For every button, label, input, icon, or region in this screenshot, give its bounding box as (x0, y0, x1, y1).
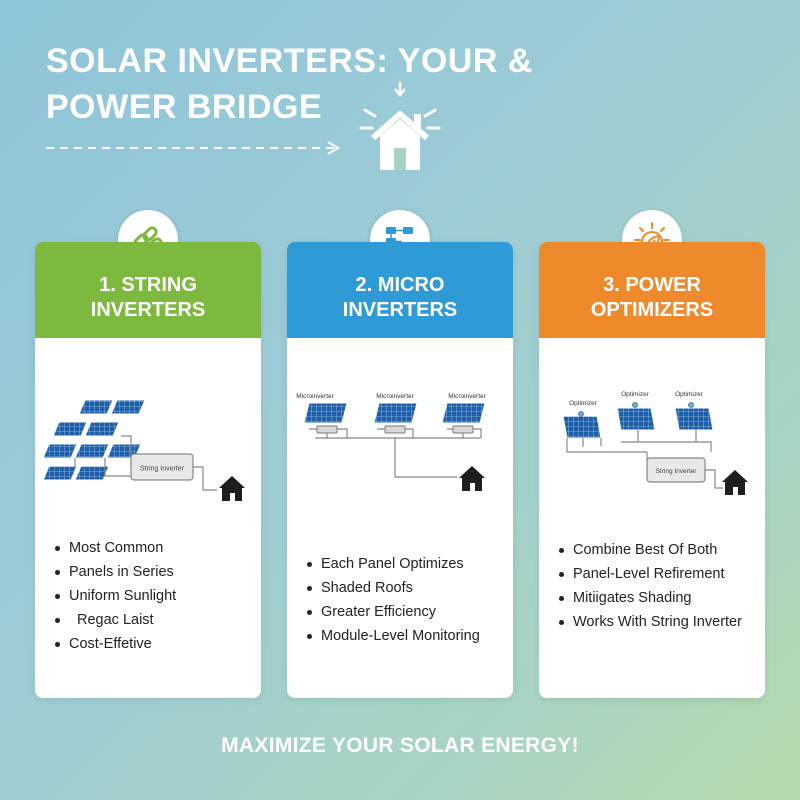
list-item: Most Common (55, 536, 253, 560)
micro-inverters-card: 2. MICRO INVERTERS Microinverter Microin… (287, 242, 513, 698)
home-icon (219, 476, 245, 501)
list-item: Panel-Level Refirement (559, 562, 757, 586)
page-title: SOLAR INVERTERS: YOUR & POWER BRIDGE (46, 38, 566, 130)
string-inverter-label: String Inverter (140, 466, 185, 473)
optimizer-inverter-label: String Inverter (656, 468, 698, 475)
list-item: Panels in Series (55, 560, 253, 584)
string-inverter-diagram: String Inverter (42, 399, 245, 501)
dashed-arrow-icon (46, 141, 340, 155)
house-icon (359, 82, 441, 170)
list-item: Regac Laist (55, 608, 253, 632)
feature-list: Each Panel Optimizes Shaded Roofs Greate… (307, 552, 505, 648)
list-item: Works With String Inverter (559, 610, 757, 634)
optimizer-label-2: Optimizer (621, 391, 650, 398)
solar-panel-group (42, 399, 146, 481)
card-title-line-2: INVERTERS (90, 299, 206, 321)
feature-list: Combine Best Of Both Panel-Level Refirem… (559, 538, 757, 634)
list-item: Combine Best Of Both (559, 538, 757, 562)
card-title-line-1: 2. MICRO (355, 274, 445, 296)
list-item: Uniform Sunlight (55, 584, 253, 608)
string-inverters-card: 1. STRING INVERTERS String Inverter Most… (35, 242, 261, 698)
feature-list: Most Common Panels in Series Uniform Sun… (55, 536, 253, 656)
card-title-line-1: 1. STRING (99, 274, 197, 296)
home-icon (722, 470, 748, 495)
power-optimizers-card: 3. POWER OPTIMIZERS Optimizer Optimizer … (539, 242, 765, 698)
card-title-line-1: 3. POWER (603, 274, 701, 296)
card-title-line-2: INVERTERS (342, 299, 458, 321)
solar-panel-group (303, 402, 486, 424)
card-title-line-2: OPTIMIZERS (590, 299, 714, 321)
title-line-2: POWER BRIDGE (46, 88, 323, 126)
list-item: Each Panel Optimizes (307, 552, 505, 576)
card-header: 2. MICRO INVERTERS (287, 242, 513, 338)
optimizer-label-3: Optimizer (675, 391, 704, 398)
power-optimizer-diagram: Optimizer Optimizer Optimizer String Inv… (562, 391, 748, 495)
home-icon (459, 466, 485, 491)
card-header: 3. POWER OPTIMIZERS (539, 242, 765, 338)
card-header: 1. STRING INVERTERS (35, 242, 261, 338)
microinverter-label-3: Microinverter (448, 393, 486, 400)
microinverter-label-1: Microinverter (296, 393, 334, 400)
title-line-1: SOLAR INVERTERS: YOUR & (46, 42, 533, 80)
list-item: Greater Efficiency (307, 600, 505, 624)
microinverter-label-2: Microinverter (376, 393, 414, 400)
list-item: Cost-Effetive (55, 632, 253, 656)
list-item: Shaded Roofs (307, 576, 505, 600)
optimizer-label-1: Optimizer (569, 400, 598, 407)
list-item: Mitiigates Shading (559, 586, 757, 610)
footer-tagline: MAXIMIZE YOUR SOLAR ENERGY! (221, 734, 579, 757)
micro-inverter-diagram: Microinverter Microinverter Microinverte… (296, 393, 487, 491)
solar-panel-group (562, 407, 714, 439)
list-item: Module-Level Monitoring (307, 624, 505, 648)
